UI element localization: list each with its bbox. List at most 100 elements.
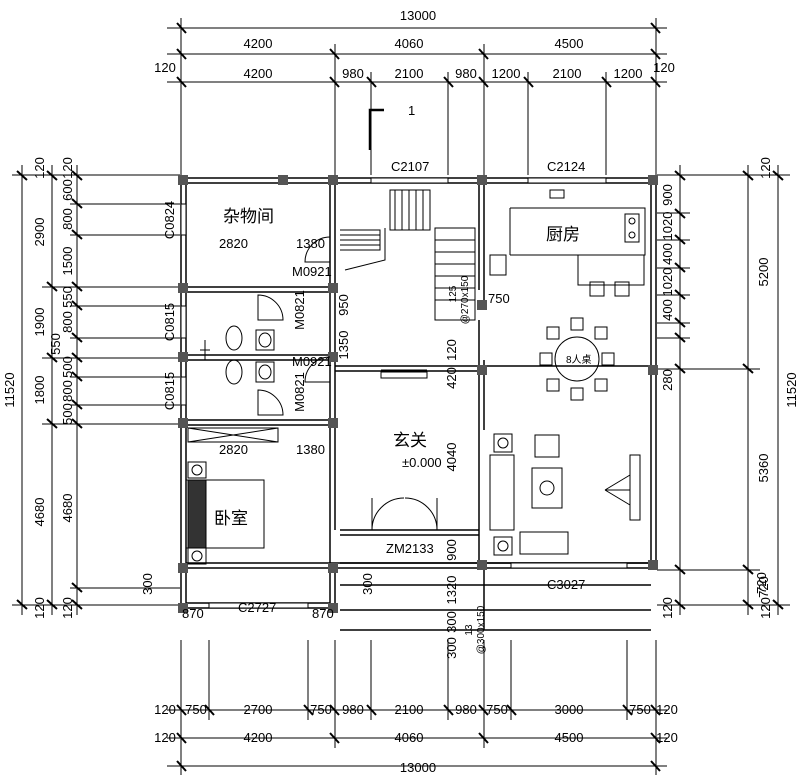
left-major-dim-5: 4680: [32, 498, 47, 527]
interior-dim-12: 1320: [444, 576, 459, 605]
bottom-detail-dim-4: 750: [310, 702, 332, 717]
bottom-detail-dim-3: 2700: [244, 702, 273, 717]
left-detail-dim-8: 500: [60, 356, 75, 378]
door-label-m0821-2: M0821: [292, 372, 307, 412]
top-major-dim-2: 4060: [395, 36, 424, 51]
top-detail-dim-9: 120: [653, 60, 675, 75]
bottom-detail-dim-6: 2100: [395, 702, 424, 717]
floor-elevation: ±0.000: [402, 455, 442, 470]
interior-dim-9: 4040: [444, 443, 459, 472]
right-detail-dim-3: 400: [660, 243, 675, 265]
bottom-major-dim-5: 120: [656, 730, 678, 745]
right-detail-dim-4: 1020: [660, 268, 675, 297]
left-detail-dim-1: 120: [60, 157, 75, 179]
window-label-c0815-2: C0815: [162, 372, 177, 410]
bottom-major-dim-3: 4060: [395, 730, 424, 745]
beam-note-2: @300x150: [476, 605, 487, 654]
bottom-total-dim: 13000: [400, 760, 436, 775]
bottom-detail-dim-5: 980: [342, 702, 364, 717]
top-detail-dim-4: 2100: [395, 66, 424, 81]
interior-dim-7: 120: [444, 339, 459, 361]
left-detail-dim-12: 300: [140, 573, 155, 595]
door-label-zm2133: ZM2133: [386, 541, 434, 556]
room-label-bedroom: 卧室: [214, 509, 248, 529]
bottom-detail-dim-2: 750: [185, 702, 207, 717]
interior-dim-5: 950: [336, 294, 351, 316]
interior-dim-4: 1380: [296, 442, 325, 457]
interior-dim-1: 2820: [219, 236, 248, 251]
top-major-dim-1: 4200: [244, 36, 273, 51]
room-label-storage: 杂物间: [223, 207, 274, 227]
right-detail-dim-8: 120: [660, 597, 675, 619]
right-major-dim-1: 120: [758, 157, 773, 179]
window-label-c2107: C2107: [391, 159, 429, 174]
bottom-detail-dim-1: 120: [154, 702, 176, 717]
room-label-entrance: 玄关: [393, 431, 427, 451]
top-major-dim-3: 4500: [555, 36, 584, 51]
room-label-kitchen: 厨房: [546, 225, 580, 245]
left-detail-dim-4: 1500: [60, 247, 75, 276]
right-major-dim-5: 120: [758, 597, 773, 619]
interior-dim-13: 300: [444, 611, 459, 633]
interior-dim-2: 1380: [296, 236, 325, 251]
left-detail-dim-7: 550: [48, 333, 63, 355]
dining-table-label: 8人桌: [566, 353, 592, 366]
bottom-detail-dim-7: 980: [455, 702, 477, 717]
bottom-detail-dim-10: 750: [629, 702, 651, 717]
bottom-detail-dim-9: 3000: [555, 702, 584, 717]
window-label-c3027: C3027: [547, 577, 585, 592]
beam-note-prefix-1: 125: [448, 285, 459, 302]
right-major-dim-3: 5360: [756, 454, 771, 483]
left-major-dim-3: 1900: [32, 308, 47, 337]
left-detail-dim-10: 500: [60, 403, 75, 425]
bottom-major-dim-1: 120: [154, 730, 176, 745]
left-major-dim-2: 2900: [32, 218, 47, 247]
interior-dim-8: 420: [444, 367, 459, 389]
beam-note-prefix-2: 13: [464, 624, 475, 636]
left-detail-dim-13: 120: [60, 597, 75, 619]
right-detail-dim-1: 900: [660, 184, 675, 206]
left-detail-dim-5: 550: [60, 286, 75, 308]
top-detail-dim-6: 1200: [492, 66, 521, 81]
window-label-c0824: C0824: [162, 201, 177, 239]
top-detail-dim-7: 2100: [553, 66, 582, 81]
right-detail-dim-2: 1020: [660, 212, 675, 241]
interior-dim-10: 900: [444, 539, 459, 561]
top-total-dim: 13000: [400, 8, 436, 23]
top-detail-dim-8: 1200: [614, 66, 643, 81]
door-label-m0921-2: M0921: [292, 354, 332, 369]
interior-dim-15: 870: [182, 606, 204, 621]
right-detail-dim-6: 280: [660, 369, 675, 391]
window-label-c0815-1: C0815: [162, 303, 177, 341]
door-label-m0921-1: M0921: [292, 264, 332, 279]
top-detail-dim-3: 980: [342, 66, 364, 81]
interior-dim-3: 2820: [219, 442, 248, 457]
right-detail-dim-7: 720: [754, 572, 769, 594]
left-total-dim: 11520: [2, 372, 17, 407]
interior-dim-6: 1350: [336, 331, 351, 360]
top-detail-dim-2: 4200: [244, 66, 273, 81]
left-detail-dim-3: 800: [60, 208, 75, 230]
interior-dim-17: 300: [360, 573, 375, 595]
interior-dim-14: 300: [444, 637, 459, 659]
interior-dim-16: 870: [312, 606, 334, 621]
window-label-c2727: C2727: [238, 600, 276, 615]
left-detail-dim-9: 800: [60, 380, 75, 402]
door-label-m0821-1: M0821: [292, 290, 307, 330]
top-detail-dim-1: 120: [154, 60, 176, 75]
left-detail-dim-2: 600: [60, 179, 75, 201]
bottom-major-dim-2: 4200: [244, 730, 273, 745]
top-detail-dim-5: 980: [455, 66, 477, 81]
left-major-dim-1: 120: [32, 157, 47, 179]
bottom-detail-dim-11: 120: [656, 702, 678, 717]
right-total-dim: 11520: [784, 372, 799, 407]
right-major-dim-2: 5200: [756, 258, 771, 287]
left-detail-dim-11: 4680: [60, 494, 75, 523]
left-detail-dim-6: 800: [60, 311, 75, 333]
beam-note-1: @270x150: [460, 275, 471, 324]
bottom-major-dim-4: 4500: [555, 730, 584, 745]
window-label-c2124: C2124: [547, 159, 585, 174]
left-major-dim-4: 1800: [32, 376, 47, 405]
